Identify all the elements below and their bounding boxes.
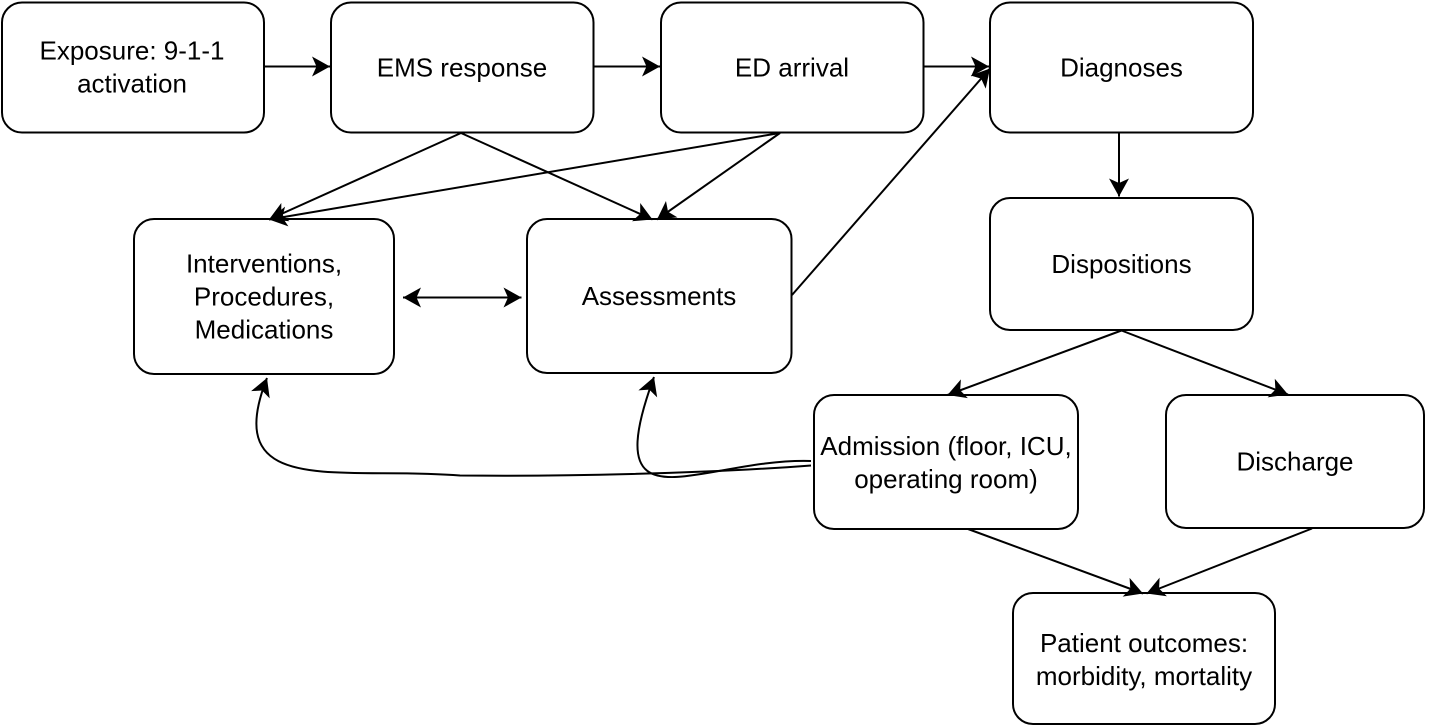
svg-text:Assessments: Assessments — [582, 281, 737, 311]
svg-text:activation: activation — [77, 69, 187, 99]
svg-text:morbidity, mortality: morbidity, mortality — [1036, 661, 1252, 691]
svg-text:EMS response: EMS response — [377, 53, 548, 83]
svg-text:Admission (floor, ICU,: Admission (floor, ICU, — [820, 431, 1071, 461]
svg-text:ED arrival: ED arrival — [735, 53, 849, 83]
svg-text:Exposure: 9-1-1: Exposure: 9-1-1 — [40, 36, 225, 66]
svg-text:operating room): operating room) — [854, 464, 1038, 494]
svg-text:Medications: Medications — [195, 315, 334, 345]
svg-text:Dispositions: Dispositions — [1051, 249, 1191, 279]
svg-text:Discharge: Discharge — [1236, 447, 1353, 477]
svg-text:Interventions,: Interventions, — [186, 249, 342, 279]
svg-text:Diagnoses: Diagnoses — [1060, 53, 1183, 83]
svg-text:Patient outcomes:: Patient outcomes: — [1040, 628, 1248, 658]
svg-text:Procedures,: Procedures, — [194, 282, 334, 312]
